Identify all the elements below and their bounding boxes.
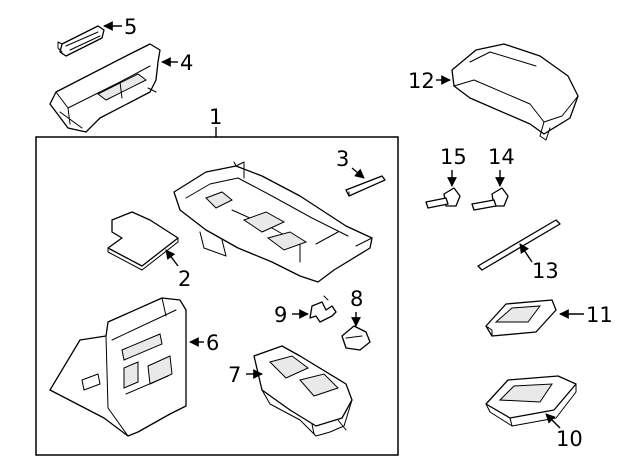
- callout-14: 14: [488, 145, 515, 169]
- part-3-strip: [345, 175, 386, 197]
- callout-13: 13: [532, 259, 559, 283]
- callout-5: 5: [124, 15, 137, 39]
- part-7-cup-holder: [253, 345, 353, 437]
- part-13-rod: [477, 219, 561, 271]
- part-11-tray: [485, 299, 557, 337]
- part-15-clip: [425, 187, 461, 209]
- callout-1: 1: [209, 105, 222, 129]
- callout-9: 9: [274, 303, 287, 327]
- callout-6: 6: [206, 331, 219, 355]
- part-5-trim-bracket: [57, 25, 105, 57]
- part-10-storage-tray: [485, 375, 577, 427]
- part-8-cap: [341, 325, 371, 351]
- part-9-bracket: [309, 295, 337, 323]
- callout-3-leader: [351, 167, 365, 179]
- part-14-clip: [471, 187, 509, 211]
- callout-4: 4: [180, 51, 193, 75]
- callout-10-leader: [545, 413, 561, 429]
- callout-3: 3: [336, 147, 349, 171]
- part-4-front-panel: [49, 43, 161, 133]
- callout-15: 15: [440, 145, 467, 169]
- part-12-armrest: [451, 43, 579, 141]
- callout-11: 11: [586, 303, 613, 327]
- part-6-rear-panel: [49, 297, 187, 437]
- callout-8: 8: [350, 287, 363, 311]
- callout-2-leader: [165, 249, 179, 267]
- callout-12: 12: [408, 69, 435, 93]
- part-1-console-base: [173, 161, 373, 283]
- callout-13-leader: [519, 243, 533, 263]
- callout-2: 2: [178, 267, 191, 291]
- callout-7: 7: [228, 363, 241, 387]
- part-2-mat: [107, 211, 179, 271]
- callout-10: 10: [556, 427, 583, 451]
- assembly-frame: [35, 136, 399, 456]
